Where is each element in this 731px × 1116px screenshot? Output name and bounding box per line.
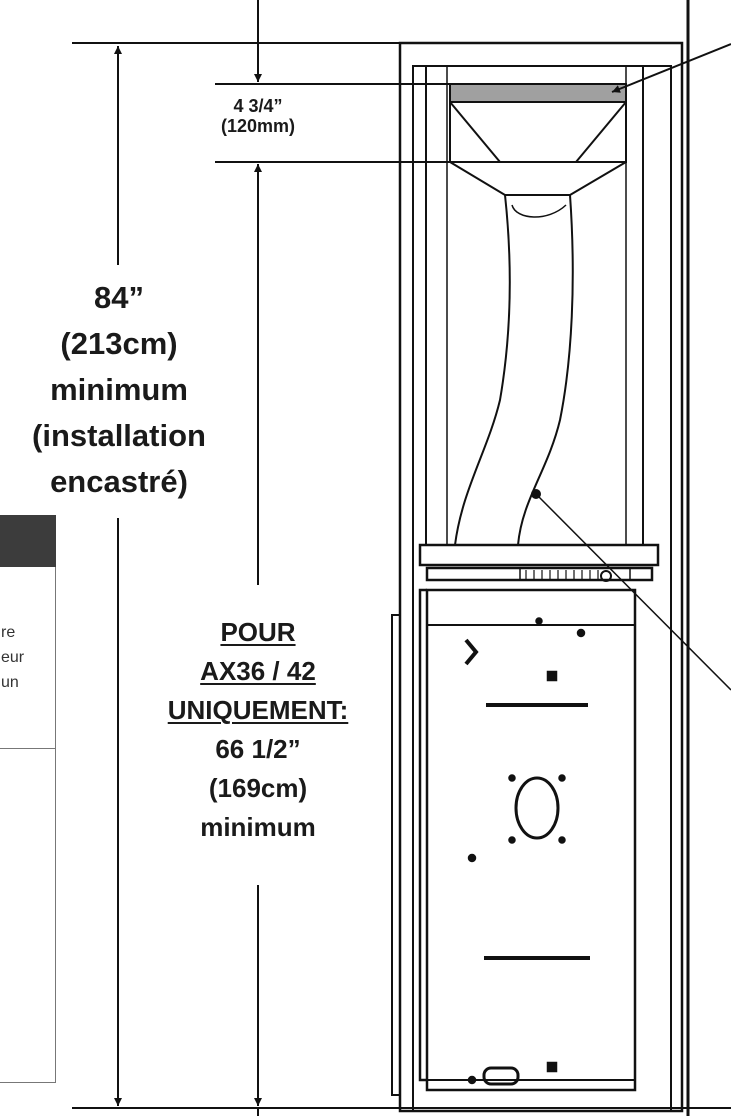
panel-dot-bottom [467, 1075, 477, 1085]
shelf-board [418, 543, 660, 567]
firebox-unit [391, 566, 654, 1096]
firebox-vent-grille [519, 567, 631, 581]
model-height-cm: (169cm) [208, 773, 308, 803]
grille-knob [600, 570, 612, 582]
knockout-dot-4 [558, 836, 566, 844]
panel-dot-top-right [576, 628, 586, 638]
grille-slats [525, 570, 599, 579]
firebox-body [425, 588, 637, 1092]
duct-right-edge [517, 194, 574, 546]
total-height-inches: 84” [94, 280, 144, 315]
vent-gap-inches: 4 3/4” [233, 96, 283, 116]
note-box-header [0, 515, 56, 567]
callout-leader-lower [535, 493, 731, 691]
side-panel-strip [391, 614, 401, 1096]
collar-diagonal-right [575, 101, 627, 163]
gas-inlet-knockout [514, 776, 560, 840]
note-box-divider [0, 748, 55, 749]
knockout-dot-3 [508, 836, 516, 844]
total-height-label: 84” (213cm) minimum (installation encast… [0, 275, 238, 505]
duct-left-edge [454, 194, 511, 546]
vent-gap-label: 4 3/4” (120mm) [196, 96, 320, 136]
note-box [0, 567, 56, 1083]
model-height-inches: 66 1/2” [215, 734, 301, 764]
total-height-minimum: minimum [50, 372, 188, 407]
enclosure-outer [398, 41, 684, 1113]
firebox-front-panel [426, 624, 636, 1081]
bottom-grommet [482, 1066, 520, 1086]
total-height-recessed: encastré) [50, 464, 188, 499]
model-height-minimum: minimum [200, 812, 316, 842]
total-height-cm: (213cm) [60, 326, 178, 361]
enclosure-framing [398, 0, 690, 1116]
firebox-side-flange [418, 588, 427, 1082]
note-text-partial-3: un [1, 674, 19, 691]
panel-dot-left [467, 853, 477, 863]
dimension-lines [72, 0, 731, 1116]
knockout-dot-1 [508, 774, 516, 782]
model-note-pour: POUR [220, 617, 296, 647]
panel-screw-bottom [546, 1061, 558, 1073]
duct-seam [511, 204, 567, 218]
total-height-installation: (installation [32, 418, 206, 453]
vent-plate [449, 83, 627, 103]
collar-diagonal-left [449, 101, 501, 163]
callout-leader-upper [611, 43, 731, 93]
model-note-models: AX36 / 42 [200, 656, 316, 686]
model-note-only: UNIQUEMENT: [167, 695, 349, 725]
note-text-partial-2: eur [1, 649, 25, 666]
panel-screw-top [546, 670, 558, 682]
enclosure-inner [412, 65, 672, 1112]
knockout-dot-2 [558, 774, 566, 782]
vent-transition [449, 161, 627, 196]
firebox-top-rail [425, 566, 654, 582]
note-text-partial-1: re [1, 624, 16, 641]
vent-gap-mm: (120mm) [220, 116, 296, 136]
vent-assembly [449, 43, 731, 691]
chevron-icon [464, 638, 479, 666]
panel-dot-top-mid [535, 617, 543, 625]
vent-collar [449, 101, 627, 163]
model-height-label: POUR AX36 / 42 UNIQUEMENT: 66 1/2” (169c… [125, 613, 391, 847]
